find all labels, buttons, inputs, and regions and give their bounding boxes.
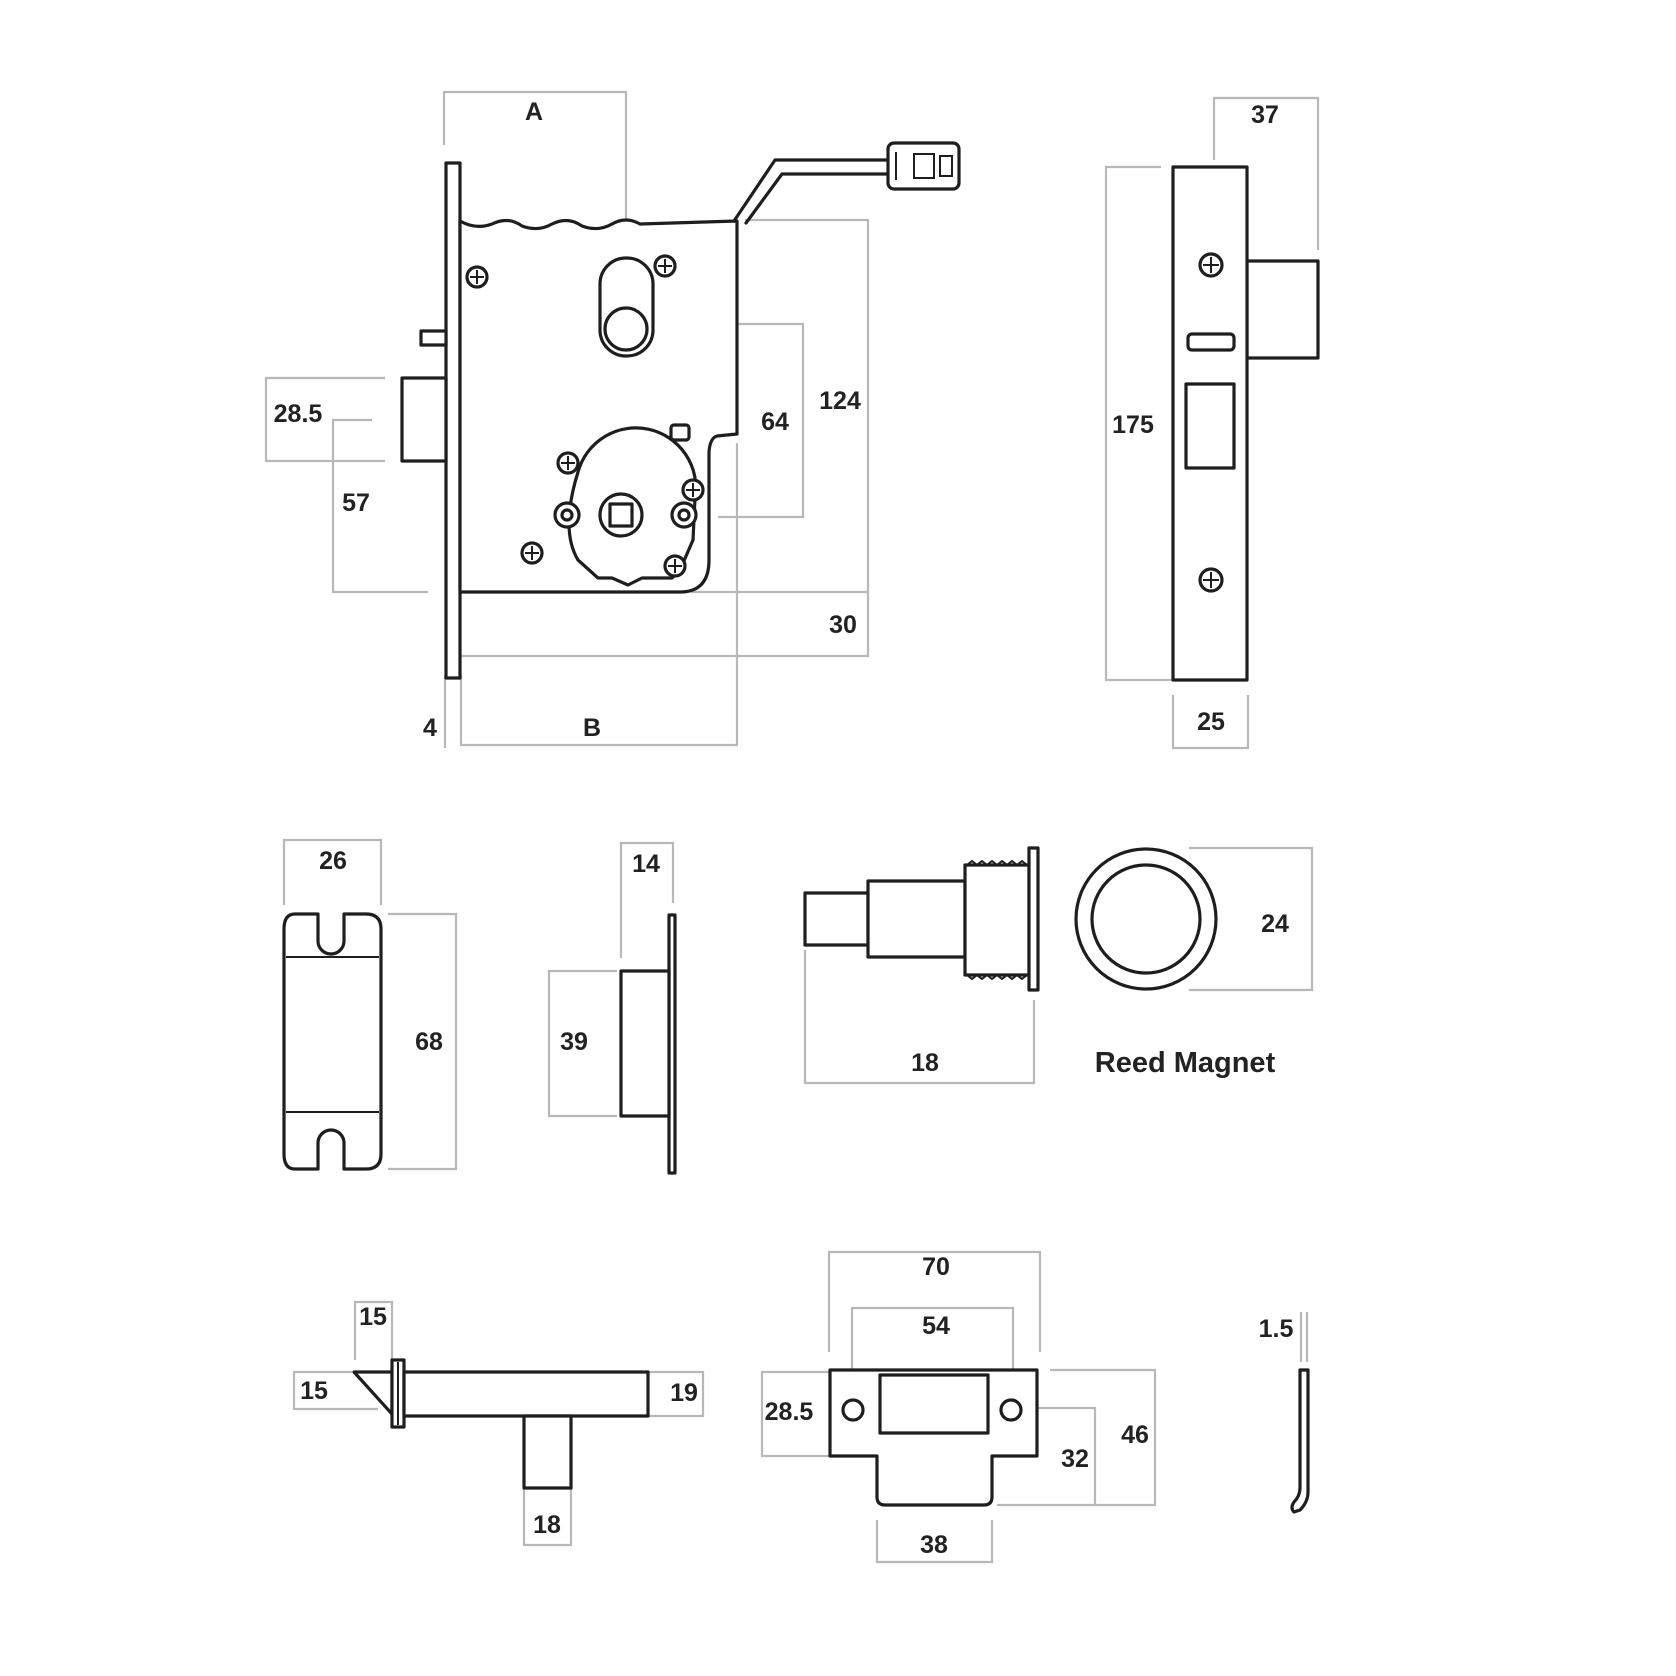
dim-39-label: 39 [560,1028,588,1056]
strike-screw-hole-right [999,1398,1023,1422]
reed-magnet-caption: Reed Magnet [1095,1047,1276,1079]
dim-46-label: 46 [1121,1421,1149,1449]
latch-bolt-dimension-lines [292,1300,705,1547]
reed-switch-dimension-lines [803,950,1036,1085]
faceplate: 37 175 25 [1104,96,1320,750]
latch-bolt-bevel [352,1370,394,1416]
dim-124-label: 124 [819,387,861,415]
dim-1-5-label: 1.5 [1259,1315,1294,1343]
latch-bolt-shaft [402,1370,650,1418]
dim-15-top-label: 15 [359,1303,387,1331]
striker-plate: 26 68 [282,838,458,1171]
striker-box-dimension-lines [547,841,675,1118]
latch-tongue [400,376,448,463]
mortice-front-plate [444,161,462,680]
strike-latch-opening [878,1373,990,1435]
dim-37-label: 37 [1251,101,1279,129]
screw-icon [465,265,489,289]
dim-28-5-label: 28.5 [765,1398,814,1426]
screw-icon [663,554,687,578]
dim-15-side-label: 15 [300,1377,328,1405]
reed-magnet: 24 Reed Magnet [1074,846,1314,1079]
screw-icon [653,254,677,278]
screw-icon [520,541,544,565]
reed-switch-tip [803,891,870,947]
auxiliary-bolt [419,329,448,347]
strike-profile [1290,1368,1310,1514]
spindle-square [608,502,634,528]
dim-a-label: A [525,98,543,126]
dim-38-label: 38 [920,1531,948,1559]
faceplate-dimension-lines [1104,96,1320,750]
screw-icon [556,451,580,475]
mortice-lock-body: A 124 64 30 28.5 57 4 B [264,90,961,748]
reed-switch: 18 [803,846,1040,1085]
latch-bolt: 15 15 19 18 [292,1300,705,1547]
dim-18-label: 18 [533,1511,561,1539]
dim-175-label: 175 [1112,411,1154,439]
screw-icon [1198,567,1224,593]
latch-bolt-stem [522,1414,573,1490]
cylinder-slot [598,256,655,358]
dim-24-label: 24 [1261,910,1289,938]
striker-box: 14 39 [547,841,677,1175]
strike: 70 54 28.5 46 32 38 [760,1250,1157,1564]
dim-70-label: 70 [922,1253,950,1281]
dim-64-label: 64 [761,408,789,436]
reed-magnet-dimension-lines [1189,846,1314,992]
latch-opening [1184,382,1236,470]
screw-icon [1198,252,1224,278]
faceplate-body [1171,165,1249,682]
lock-marker [669,423,691,442]
reed-switch-flange [1027,846,1040,992]
bolt-projection [1245,259,1320,360]
dim-32-label: 32 [1061,1445,1089,1473]
dim-4-label: 4 [423,714,437,742]
strike-thickness-detail: 1.5 [1259,1312,1310,1514]
reed-magnet-outer [1074,847,1218,991]
strike-screw-hole-left [841,1398,865,1422]
dim-14-label: 14 [632,850,660,878]
cable-connector [886,141,961,191]
dim-19-label: 19 [670,1379,698,1407]
strike-dimension-lines [760,1250,1157,1564]
dim-54-label: 54 [922,1312,950,1340]
cylinder-hole [603,306,649,352]
reed-switch-shaft [866,879,967,959]
dim-b-label: B [583,714,601,742]
cable [732,141,961,225]
hub-lug-right [670,501,698,529]
dim-25-label: 25 [1197,708,1225,736]
dim-18-label: 18 [911,1049,939,1077]
hub-lug-left [553,501,581,529]
reed-magnet-inner [1090,863,1202,975]
dim-30-label: 30 [829,611,857,639]
dim-68-label: 68 [415,1028,443,1056]
dim-26-label: 26 [319,847,347,875]
striker-plate-dimension-lines [282,838,458,1171]
reed-switch-threaded-body [963,863,1031,977]
screw-icon [681,478,705,502]
faceplate-slot [1186,332,1236,352]
striker-plate-body [282,912,383,1171]
striker-box-body [619,969,671,1118]
dim-28-5-label: 28.5 [274,400,323,428]
dim-57-label: 57 [342,489,370,517]
